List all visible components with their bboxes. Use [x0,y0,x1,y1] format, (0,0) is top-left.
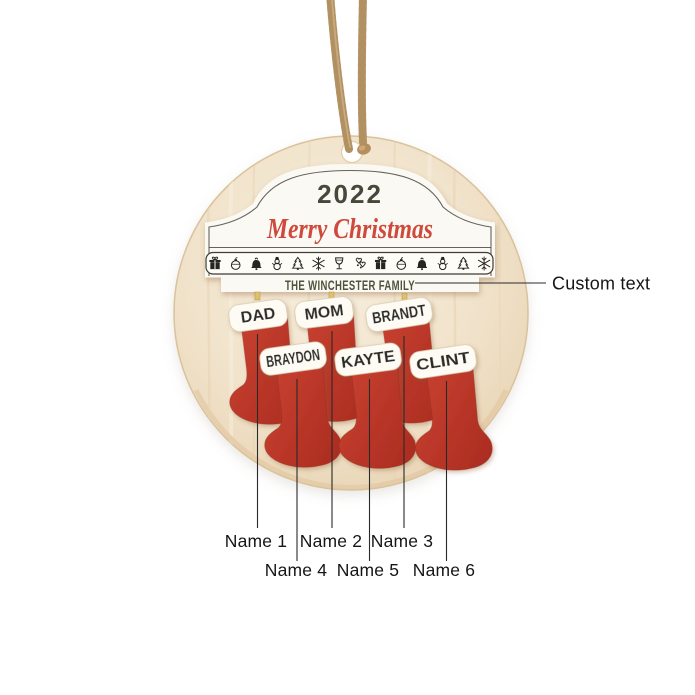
icon-border-strip [205,251,494,275]
name-label: Name 5 [337,560,399,580]
stocking-name-tag [228,298,288,333]
stocking: CLINT [409,344,493,471]
stocking-name-tag [259,341,327,376]
hanging-twine [326,0,371,155]
mantel-outline [208,169,492,276]
stocking-name-tag [409,344,477,379]
name-label: Name 4 [265,560,328,580]
stocking: BRAYDON [259,341,342,468]
stocking-body [338,359,416,469]
stocking-body [264,358,342,468]
callout-annotations: Custom text Name 1 Name 2 Name 3 Name 4 Name… [225,274,650,581]
name-label: Name 2 [300,531,362,551]
stocking-body [415,361,493,471]
wooden-peg [254,291,261,301]
mantel-plaque: 2022 Merry Christmas THE WINCHESTER FAMI… [205,164,495,293]
stocking-name-tag [365,297,433,332]
name-label: Name 3 [371,531,433,551]
stocking: KAYTE [334,342,416,469]
name-label: Name 1 [225,531,287,551]
year-text: 2022 [317,179,383,209]
stocking-name-tag [294,296,354,329]
stocking-name-text: MOM [304,302,345,324]
greeting-text: Merry Christmas [266,213,433,245]
stocking-name-text: DAD [240,305,277,327]
name-label: Name 6 [413,560,475,580]
stocking-name-text: KAYTE [340,348,396,372]
custom-text-label: Custom text [552,274,650,294]
stocking-name-tag [334,342,402,377]
family-name-text: THE WINCHESTER FAMILY [285,278,415,293]
